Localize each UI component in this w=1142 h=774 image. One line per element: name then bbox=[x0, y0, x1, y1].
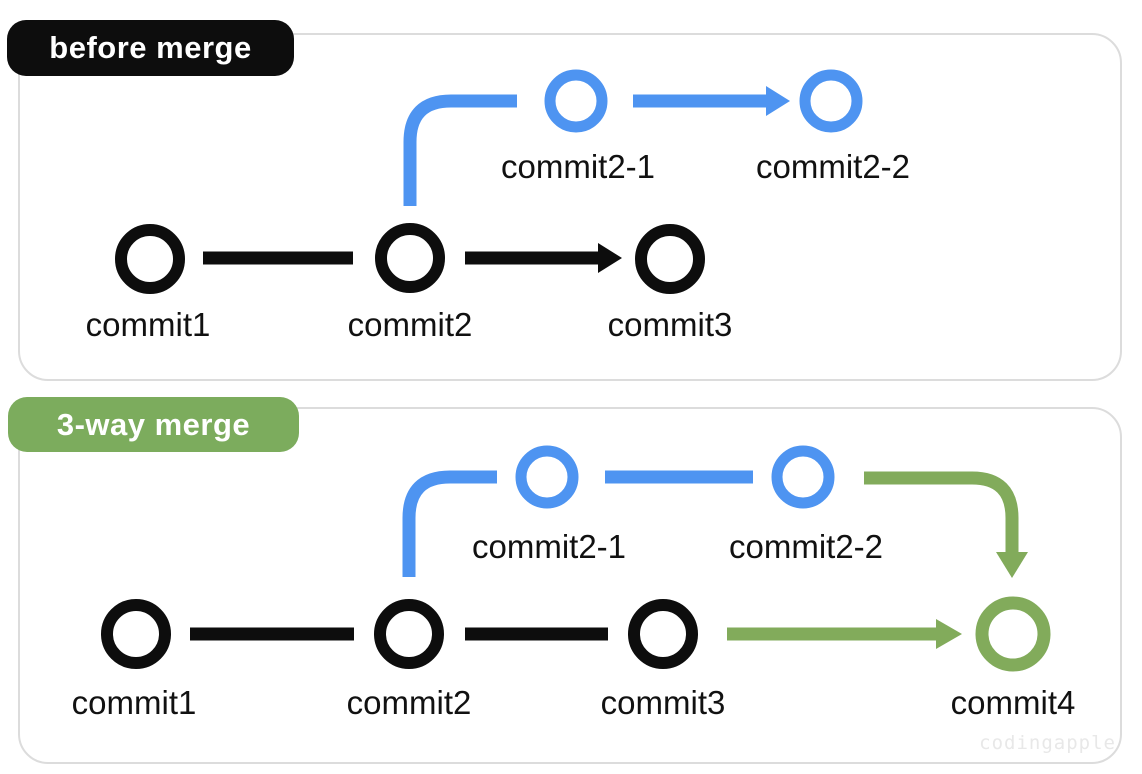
arrowhead-commit3-commit4 bbox=[936, 619, 962, 649]
watermark: codingapple bbox=[979, 732, 1116, 754]
node-commit1-merge bbox=[101, 599, 171, 669]
label-commit2-2-merge: commit2-2 bbox=[729, 528, 883, 565]
label-commit4-merge: commit4 bbox=[951, 684, 1076, 721]
branch-elbow-commit2-before bbox=[403, 94, 517, 206]
label-commit2-merge: commit2 bbox=[347, 684, 472, 721]
three-way-merge-badge-label: 3-way merge bbox=[56, 406, 251, 442]
branch-elbow-commit2-merge bbox=[402, 470, 497, 577]
label-commit3-merge: commit3 bbox=[601, 684, 726, 721]
label-commit2-1-before: commit2-1 bbox=[501, 148, 655, 185]
node-commit1-before bbox=[115, 224, 185, 294]
label-commit2-2-before: commit2-2 bbox=[756, 148, 910, 185]
node-commit4-merge bbox=[975, 596, 1051, 672]
arrowhead-commit2-2-commit4 bbox=[996, 552, 1028, 578]
merge-elbow-commit2-2-commit4 bbox=[864, 471, 1019, 552]
before-merge-badge-label: before merge bbox=[49, 30, 252, 65]
before-merge-badge: before merge bbox=[7, 20, 294, 76]
arrowhead-commit2-1-commit2-2-before bbox=[766, 86, 790, 116]
label-commit1-merge: commit1 bbox=[72, 684, 197, 721]
label-commit3-before: commit3 bbox=[608, 306, 733, 343]
label-commit2-before: commit2 bbox=[348, 306, 473, 343]
node-commit3-before bbox=[635, 224, 705, 294]
node-commit2-2-merge bbox=[771, 445, 835, 509]
label-commit2-1-merge: commit2-1 bbox=[472, 528, 626, 565]
three-way-merge-badge: 3-way merge bbox=[8, 397, 299, 452]
arrowhead-commit2-commit3-before bbox=[598, 243, 622, 273]
node-commit2-before bbox=[375, 223, 445, 293]
label-commit1-before: commit1 bbox=[86, 306, 211, 343]
node-commit2-merge bbox=[374, 599, 444, 669]
node-commit3-merge bbox=[628, 599, 698, 669]
node-commit2-1-before bbox=[544, 69, 608, 133]
node-commit2-2-before bbox=[799, 69, 863, 133]
node-commit2-1-merge bbox=[515, 445, 579, 509]
